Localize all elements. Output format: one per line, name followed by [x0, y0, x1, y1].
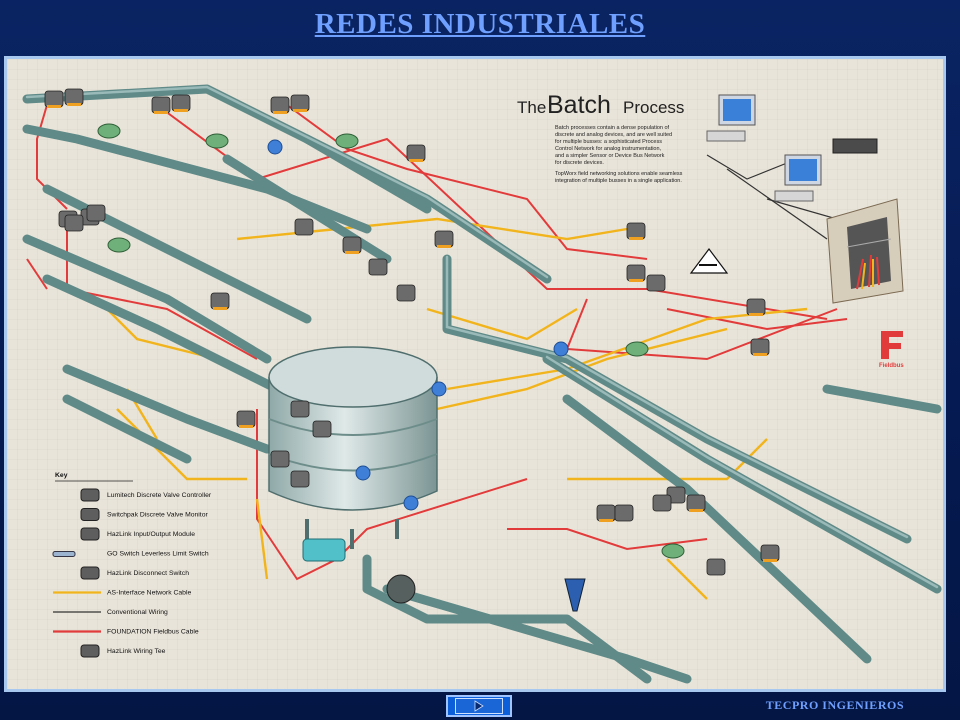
batch-desc-line: discrete and analog devices, and are wel…: [555, 132, 672, 138]
batch-desc-line: TopWorx field networking solutions enabl…: [555, 171, 683, 177]
field-devices: [44, 88, 780, 612]
hazard-sign-icon: [689, 248, 729, 274]
key-device-icon: [80, 644, 100, 658]
key-item-label: HazLink Wiring Tee: [107, 648, 166, 655]
footer-company: TECPRO INGENIEROS: [765, 698, 904, 712]
computer-workstations: [706, 94, 878, 202]
diagram-canvas: Fieldbus The Batch Process Batch process…: [7, 59, 943, 689]
batch-tank: [268, 346, 438, 549]
key-item: Switchpak Discrete Valve Monitor: [80, 508, 208, 521]
pump-icon: [302, 538, 346, 562]
batch-process-heading: The Batch Process: [517, 91, 684, 119]
key-item: FOUNDATION Fieldbus Cable: [53, 629, 199, 636]
batch-desc-line: for discrete devices.: [555, 160, 604, 166]
key-device-icon: [80, 566, 100, 580]
control-cabinet: [826, 198, 904, 304]
key-item-label: Conventional Wiring: [107, 609, 168, 616]
key-title: Key: [55, 472, 68, 479]
key-item: HazLink Wiring Tee: [80, 644, 166, 658]
batch-desc-line: and a simpler Sensor or Device Bus Netwo…: [555, 153, 665, 159]
key-switch-icon: [52, 551, 76, 557]
next-slide-button[interactable]: [446, 695, 512, 717]
key-item: HazLink Disconnect Switch: [80, 566, 189, 580]
key-device-icon: [80, 488, 100, 502]
fieldbus-logo: Fieldbus: [879, 331, 904, 369]
key-item: Lumitech Discrete Valve Controller: [80, 488, 212, 502]
batch-desc-line: Batch processes contain a dense populati…: [555, 125, 670, 131]
batch-title-batch: Batch: [547, 91, 611, 119]
key-item-label: Lumitech Discrete Valve Controller: [107, 492, 212, 499]
batch-title-the: The: [517, 98, 546, 117]
svg-text:Fieldbus: Fieldbus: [879, 363, 904, 369]
batch-desc-line: for multiple busses: a sophisticated Pro…: [555, 139, 662, 145]
key-item: Conventional Wiring: [53, 609, 168, 616]
key-legend: Key Lumitech Discrete Valve ControllerSw…: [52, 472, 212, 658]
key-device-icon: [80, 527, 100, 541]
batch-desc-line: Control Network for analog instrumentati…: [555, 146, 662, 152]
play-triangle-icon: [474, 700, 484, 712]
slide-title: REDES INDUSTRIALES: [314, 8, 646, 40]
valve-wheel-icon: [386, 574, 416, 604]
batch-process-diagram: Fieldbus The Batch Process Batch process…: [4, 56, 946, 692]
strainer-icon: [564, 578, 586, 612]
key-item-label: FOUNDATION Fieldbus Cable: [107, 629, 199, 636]
key-item-label: HazLink Disconnect Switch: [107, 570, 189, 577]
key-item: HazLink Input/Output Module: [80, 527, 195, 541]
key-item-label: GO Switch Leverless Limit Switch: [107, 551, 209, 558]
key-item-label: AS-Interface Network Cable: [107, 590, 191, 597]
batch-description: Batch processes contain a dense populati…: [555, 125, 683, 184]
key-item-label: HazLink Input/Output Module: [107, 531, 195, 538]
batch-desc-line: integration of multiple busses in a sing…: [555, 178, 682, 184]
batch-title-process: Process: [623, 98, 684, 117]
key-item-label: Switchpak Discrete Valve Monitor: [107, 512, 208, 519]
key-device-icon: [80, 508, 100, 521]
key-item: AS-Interface Network Cable: [53, 590, 191, 597]
key-item: GO Switch Leverless Limit Switch: [52, 551, 209, 558]
